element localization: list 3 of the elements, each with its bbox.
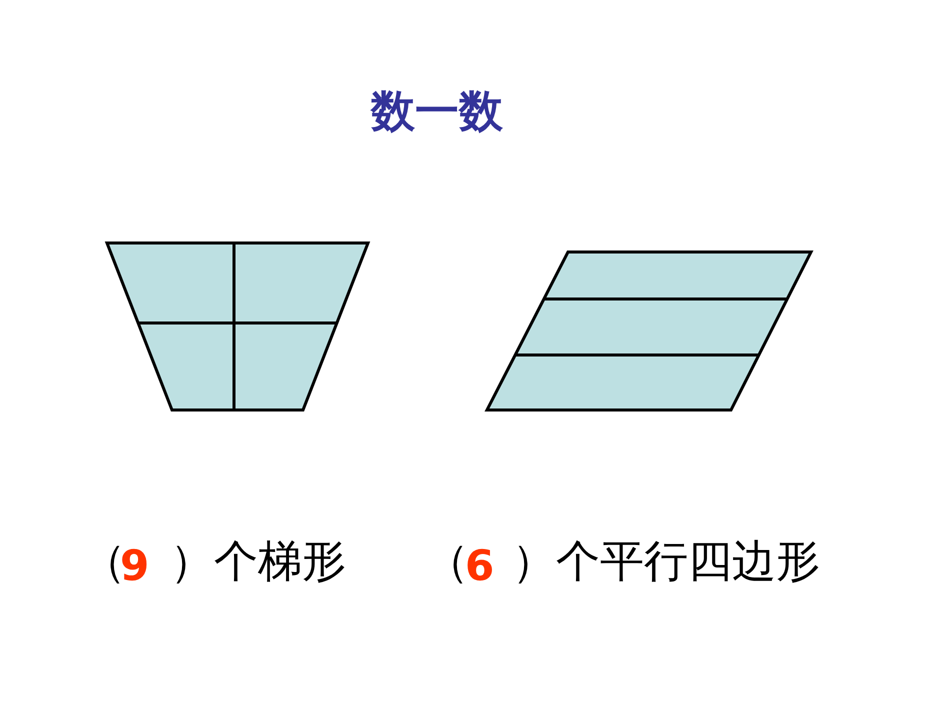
label-text: ）个梯形 [170, 540, 346, 584]
label-text: ）个平行四边形 [512, 540, 820, 584]
title: 数一数 [369, 90, 504, 134]
